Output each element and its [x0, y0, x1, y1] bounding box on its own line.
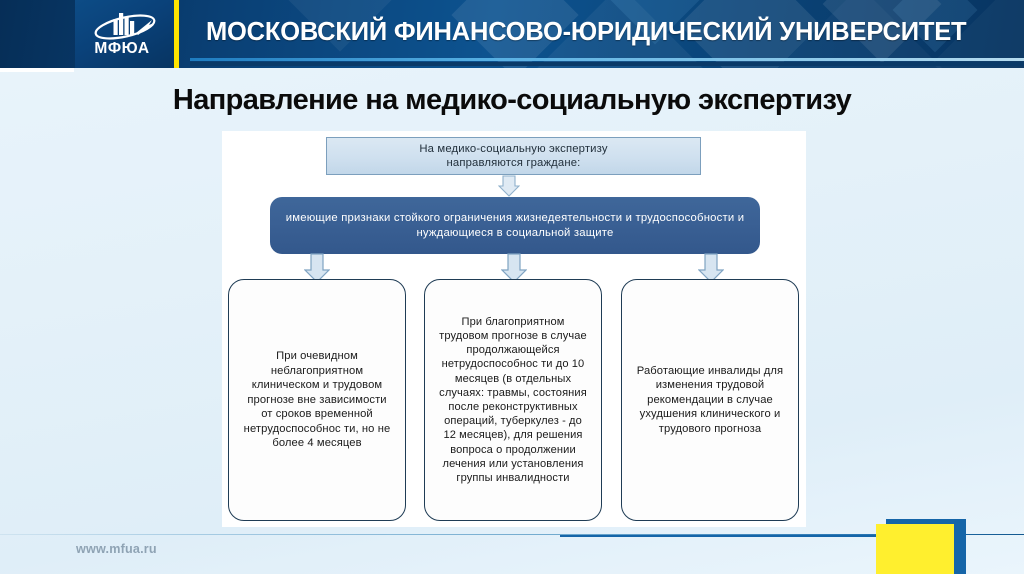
flowchart-leaf-box-2-text: При благоприятном трудовом прогнозе в сл…	[439, 315, 587, 485]
top-box-line-1: На медико-социальную экспертизу	[419, 143, 608, 155]
arrow-middle-to-box-1-icon	[304, 253, 330, 283]
flowchart-leaf-box-3-text: Работающие инвалиды для изменения трудов…	[636, 364, 784, 435]
flowchart-top-box-text: На медико-социальную экспертизу направля…	[419, 142, 607, 170]
header-left-notch	[0, 68, 74, 72]
logo-wordmark: МФЮА	[94, 40, 150, 57]
top-box-line-2: направляются граждане:	[446, 157, 581, 169]
flowchart-leaf-box-1: При очевидном неблагоприятном клиническо…	[228, 279, 406, 521]
flowchart-leaf-box-3: Работающие инвалиды для изменения трудов…	[621, 279, 799, 521]
arrow-top-to-middle-icon	[498, 175, 520, 197]
header-banner: МОСКОВСКИЙ ФИНАНСОВО-ЮРИДИЧЕСКИЙ УНИВЕРС…	[0, 0, 1024, 68]
university-logo: МФЮА	[75, 0, 179, 68]
flowchart-middle-box-text: имеющие признаки стойкого ограничения жи…	[285, 211, 745, 239]
footer-divider	[0, 534, 1024, 535]
footer-website-url[interactable]: www.mfua.ru	[76, 542, 157, 556]
flowchart-leaf-box-2: При благоприятном трудовом прогнозе в сл…	[424, 279, 602, 521]
mfua-logo-icon	[94, 13, 155, 40]
flowchart-middle-box: имеющие признаки стойкого ограничения жи…	[270, 197, 760, 254]
university-name: МОСКОВСКИЙ ФИНАНСОВО-ЮРИДИЧЕСКИЙ УНИВЕРС…	[206, 18, 967, 46]
footer-corner-yellow-block	[876, 524, 954, 574]
page-title: Направление на медико-социальную эксперт…	[172, 84, 852, 116]
arrow-middle-to-box-3-icon	[698, 253, 724, 283]
flowchart-leaf-box-1-text: При очевидном неблагоприятном клиническо…	[243, 349, 391, 450]
header-accent-rule	[190, 58, 1024, 61]
flowchart-panel: На медико-социальную экспертизу направля…	[222, 131, 806, 527]
footer-divider-accent	[560, 535, 905, 537]
arrow-middle-to-box-2-icon	[501, 253, 527, 283]
header-accent-rule-dark	[190, 62, 1024, 66]
flowchart-top-box: На медико-социальную экспертизу направля…	[326, 137, 701, 175]
